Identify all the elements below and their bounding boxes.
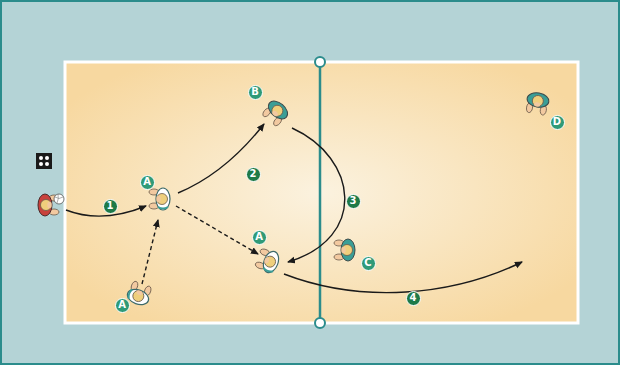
badge-text: A (143, 177, 151, 187)
badge-text: C (364, 258, 371, 268)
symbol-dot (45, 156, 49, 160)
callout-number: 4 (406, 291, 421, 306)
player-figure (334, 239, 355, 261)
net (319, 62, 322, 323)
player-label: A (115, 298, 130, 313)
symbol-dot (45, 162, 49, 166)
ball (54, 194, 64, 204)
ball (54, 194, 64, 204)
movement-arrows (66, 124, 522, 293)
symbol-square (36, 153, 52, 169)
set-arrow (178, 124, 264, 193)
callout-number: 2 (246, 167, 261, 182)
callout-number: 1 (103, 199, 118, 214)
badge-text: A (118, 300, 126, 310)
callout-number: 3 (346, 194, 361, 209)
player-figure (525, 91, 550, 116)
volleyball-court (65, 62, 578, 323)
badge-text: D (553, 117, 561, 127)
symbol-dot (39, 162, 43, 166)
player-label: B (248, 85, 263, 100)
player-label: A (252, 230, 267, 245)
badge-text: 3 (350, 196, 357, 206)
net-post (315, 57, 325, 67)
badge-text: 1 (107, 201, 114, 211)
ball-symbol (36, 153, 52, 169)
player-label: A (140, 175, 155, 190)
player-figure (261, 98, 291, 128)
run-arrow (142, 220, 158, 284)
player-label: C (361, 256, 376, 271)
badge-text: 4 (410, 293, 417, 303)
player-figure (149, 188, 170, 210)
symbol-dot (39, 156, 43, 160)
badge-text: A (255, 232, 263, 242)
ball-seams (55, 194, 63, 203)
net-post (315, 318, 325, 328)
player-label: D (550, 115, 565, 130)
run-arrow (176, 206, 258, 254)
badge-text: 2 (250, 169, 257, 179)
dig-arrow (284, 262, 522, 293)
badge-text: B (251, 87, 259, 97)
player-figure (254, 247, 281, 275)
